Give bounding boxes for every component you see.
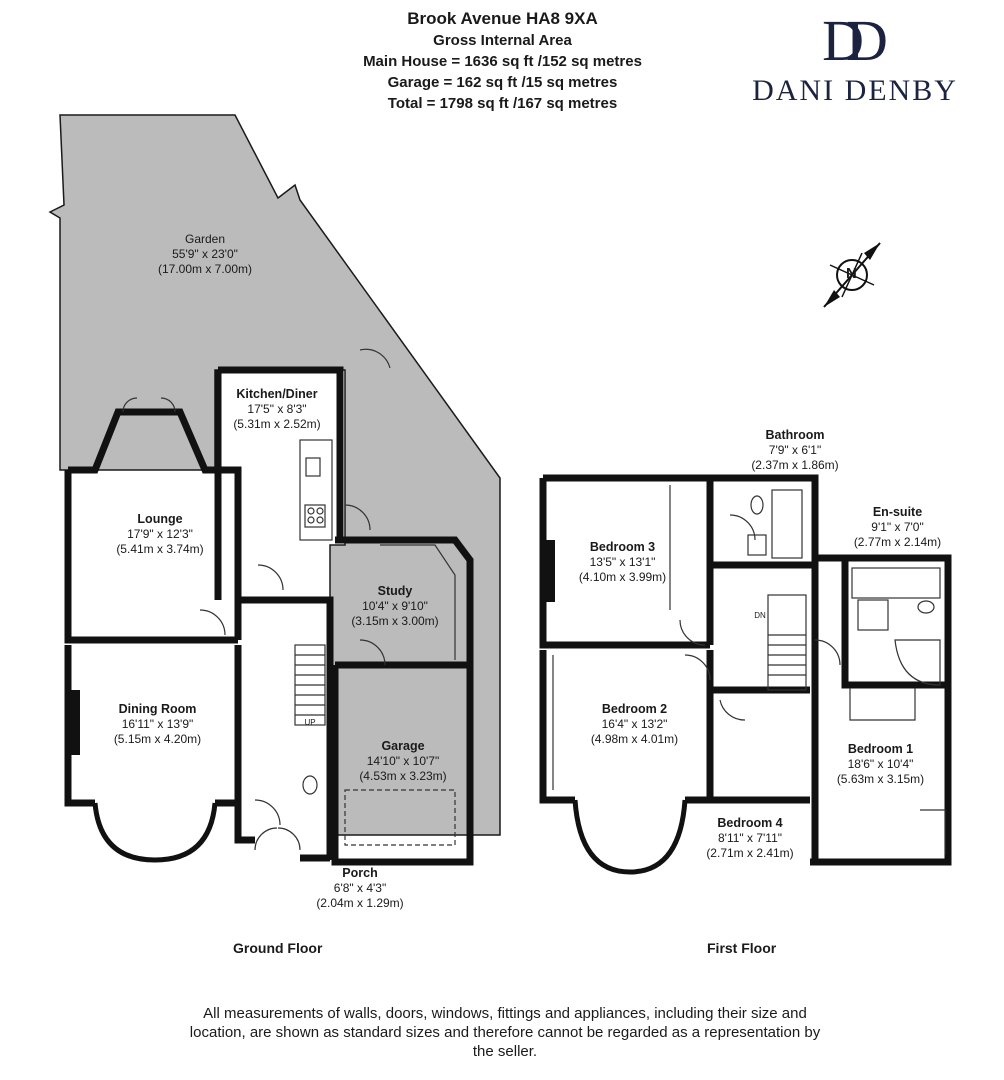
room-metric: (2.77m x 2.14m): [853, 535, 942, 549]
total-area: Total = 1798 sq ft /167 sq metres: [387, 95, 618, 112]
ground-floor-chimney: [68, 690, 80, 755]
first-floor-caption: First Floor: [707, 940, 777, 956]
room-label-porch: Porch 6'8" x 4'3" (2.04m x 1.29m): [300, 866, 420, 911]
ground-floor-fittings: [122, 348, 456, 851]
room-name: Garage: [381, 739, 425, 753]
room-name: En-suite: [872, 505, 923, 519]
property-address: Brook Avenue HA8 9XA: [407, 9, 598, 28]
main-house-area: Main House = 1636 sq ft /152 sq metres: [363, 53, 642, 70]
first-floor-chimney: [543, 540, 555, 602]
brand-monogram: DD: [822, 8, 888, 73]
gia-heading: Gross Internal Area: [433, 32, 572, 49]
room-imperial: 6'8" x 4'3": [333, 881, 387, 895]
room-name: Bathroom: [765, 428, 825, 442]
room-imperial: 10'4" x 9'10": [362, 599, 428, 613]
brand-logo: DD DANI DENBY: [740, 10, 970, 108]
ground-floor-caption: Ground Floor: [233, 940, 323, 956]
room-name: Bedroom 1: [847, 742, 914, 756]
room-metric: (2.37m x 1.86m): [751, 458, 839, 472]
room-label-dining-room: Dining Room 16'11" x 13'9" (5.15m x 4.20…: [95, 702, 220, 747]
first-floor-bay: [572, 799, 688, 875]
room-imperial: 13'5" x 13'1": [589, 555, 656, 569]
garden-area: [48, 114, 501, 836]
room-metric: (3.15m x 3.00m): [351, 614, 439, 628]
brand-name: DANI DENBY: [752, 74, 958, 107]
room-imperial: 17'5" x 8'3": [247, 402, 307, 416]
plan-header: Brook Avenue HA8 9XA Gross Internal Area…: [280, 8, 725, 114]
room-name: Lounge: [137, 512, 183, 526]
room-metric: (2.71m x 2.41m): [706, 846, 794, 860]
room-imperial: 17'9" x 12'3": [127, 527, 193, 541]
room-name: Porch: [342, 866, 378, 880]
room-name: Kitchen/Diner: [236, 387, 318, 401]
room-metric: (17.00m x 7.00m): [157, 262, 253, 276]
room-metric: (5.15m x 4.20m): [113, 732, 202, 746]
room-metric: (4.53m x 3.23m): [359, 769, 447, 783]
room-imperial: 9'1" x 7'0": [871, 520, 924, 534]
compass-label: N: [846, 265, 857, 282]
room-metric: (4.98m x 4.01m): [590, 732, 679, 746]
room-label-lounge: Lounge 17'9" x 12'3" (5.41m x 3.74m): [100, 512, 220, 557]
room-label-bedroom-3: Bedroom 3 13'5" x 13'1" (4.10m x 3.99m): [565, 540, 680, 585]
stair-label-up: UP: [304, 718, 316, 727]
room-imperial: 8'11" x 7'11": [717, 831, 783, 845]
room-metric: (5.41m x 3.74m): [116, 542, 204, 556]
room-name: Bedroom 4: [717, 816, 783, 830]
room-label-bathroom: Bathroom 7'9" x 6'1" (2.37m x 1.86m): [740, 428, 850, 473]
room-metric: (5.63m x 3.15m): [836, 772, 925, 786]
first-floor-fittings: [552, 485, 946, 855]
room-metric: (4.10m x 3.99m): [578, 570, 667, 584]
room-label-en-suite: En-suite 9'1" x 7'0" (2.77m x 2.14m): [840, 505, 955, 550]
room-name: Bedroom 3: [589, 540, 656, 554]
room-name: Dining Room: [118, 702, 197, 716]
room-label-study: Study 10'4" x 9'10" (3.15m x 3.00m): [340, 584, 450, 629]
room-metric: (2.04m x 1.29m): [316, 896, 404, 910]
room-name: Garden: [184, 232, 226, 246]
disclaimer-text: All measurements of walls, doors, window…: [189, 1005, 821, 1060]
room-metric: (5.31m x 2.52m): [233, 417, 321, 431]
room-name: Study: [377, 584, 413, 598]
room-imperial: 16'4" x 13'2": [601, 717, 668, 731]
room-name: Bedroom 2: [601, 702, 668, 716]
floor-plan-drawing: [48, 114, 952, 875]
room-label-kitchen-diner: Kitchen/Diner 17'5" x 8'3" (5.31m x 2.52…: [218, 387, 336, 432]
ground-floor-bay: [92, 802, 218, 863]
room-imperial: 14'10" x 10'7": [366, 754, 440, 768]
room-label-bedroom-1: Bedroom 1 18'6" x 10'4" (5.63m x 3.15m): [818, 742, 943, 787]
room-label-bedroom-4: Bedroom 4 8'11" x 7'11" (2.71m x 2.41m): [695, 816, 805, 861]
room-imperial: 7'9" x 6'1": [768, 443, 822, 457]
room-imperial: 18'6" x 10'4": [847, 757, 914, 771]
room-label-bedroom-2: Bedroom 2 16'4" x 13'2" (4.98m x 4.01m): [577, 702, 692, 747]
room-imperial: 55'9" x 23'0": [172, 247, 238, 261]
garage-area: Garage = 162 sq ft /15 sq metres: [387, 74, 618, 91]
stair-label-dn: DN: [754, 611, 766, 620]
first-floor-walls: [539, 474, 952, 866]
room-label-garden: Garden 55'9" x 23'0" (17.00m x 7.00m): [140, 232, 270, 277]
compass-icon: [823, 242, 881, 308]
room-imperial: 16'11" x 13'9": [121, 717, 194, 731]
room-label-garage: Garage 14'10" x 10'7" (4.53m x 3.23m): [343, 739, 463, 784]
